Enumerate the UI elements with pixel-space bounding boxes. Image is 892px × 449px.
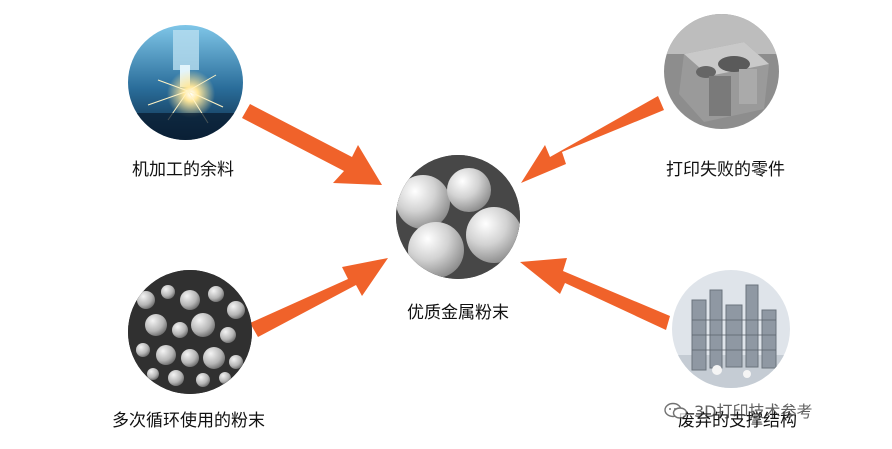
support-structure-image	[672, 270, 790, 388]
label-recycled-powder: 多次循环使用的粉末	[112, 411, 265, 431]
recycled-powder-image	[128, 270, 252, 394]
machining-image	[128, 25, 243, 140]
arrow-bottom-left	[250, 258, 388, 337]
label-metal-powder: 优质金属粉末	[407, 303, 509, 323]
arrow-top-left	[242, 104, 382, 185]
metal-powder-image	[396, 155, 520, 279]
watermark: 3D打印技术参考	[664, 398, 813, 422]
watermark-text: 3D打印技术参考	[694, 402, 813, 421]
arrow-top-right	[521, 96, 664, 183]
wechat-icon	[664, 402, 688, 420]
label-support-structure: 废弃的支撑结构	[678, 411, 797, 431]
label-machining: 机加工的余料	[132, 160, 234, 180]
arrow-bottom-right	[520, 258, 670, 330]
label-failed-part: 打印失败的零件	[666, 160, 785, 180]
failed-part-image	[664, 14, 779, 129]
